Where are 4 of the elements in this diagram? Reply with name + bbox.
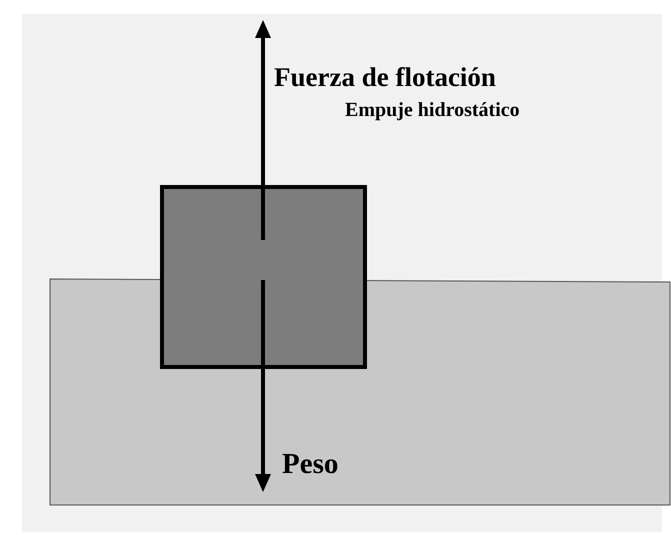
force-label: Fuerza de flotación xyxy=(274,64,496,91)
force-label: Empuje hidrostático xyxy=(345,100,520,120)
floating-block xyxy=(160,185,367,369)
force-label: Peso xyxy=(282,450,338,479)
